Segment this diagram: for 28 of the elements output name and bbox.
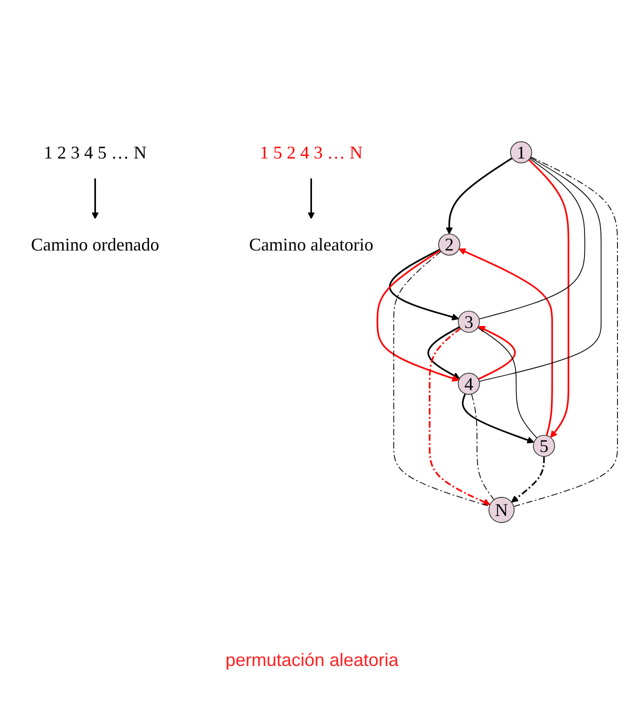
connector [393, 250, 490, 507]
node-circle: 1 [510, 141, 532, 164]
node-circle: 5 [532, 434, 555, 457]
arrow [427, 326, 460, 379]
arrow [308, 178, 315, 220]
arrow [376, 250, 460, 382]
arrow [446, 157, 513, 234]
node-text: Camino aleatorio [249, 234, 374, 255]
node-text: 1 2 3 4 5 … N [44, 142, 147, 163]
arrow [389, 248, 459, 320]
connector [471, 394, 494, 500]
arrow [92, 178, 99, 220]
node-circle: 3 [458, 310, 480, 333]
connector [478, 157, 602, 382]
arrow [528, 159, 570, 438]
node-circle: 2 [438, 234, 460, 256]
node-circle: 4 [458, 372, 480, 395]
node-text: Camino ordenado [31, 234, 160, 255]
connector [478, 158, 586, 320]
arrow [478, 326, 516, 380]
arrow [428, 328, 490, 506]
arrow [511, 456, 545, 503]
node-text: 1 5 2 4 3 … N [260, 142, 363, 163]
connector [477, 327, 538, 438]
arrow [462, 394, 534, 444]
node-circle: N [488, 496, 515, 523]
connector [513, 156, 618, 507]
annotation-text: permutación aleatoria [224, 650, 400, 671]
